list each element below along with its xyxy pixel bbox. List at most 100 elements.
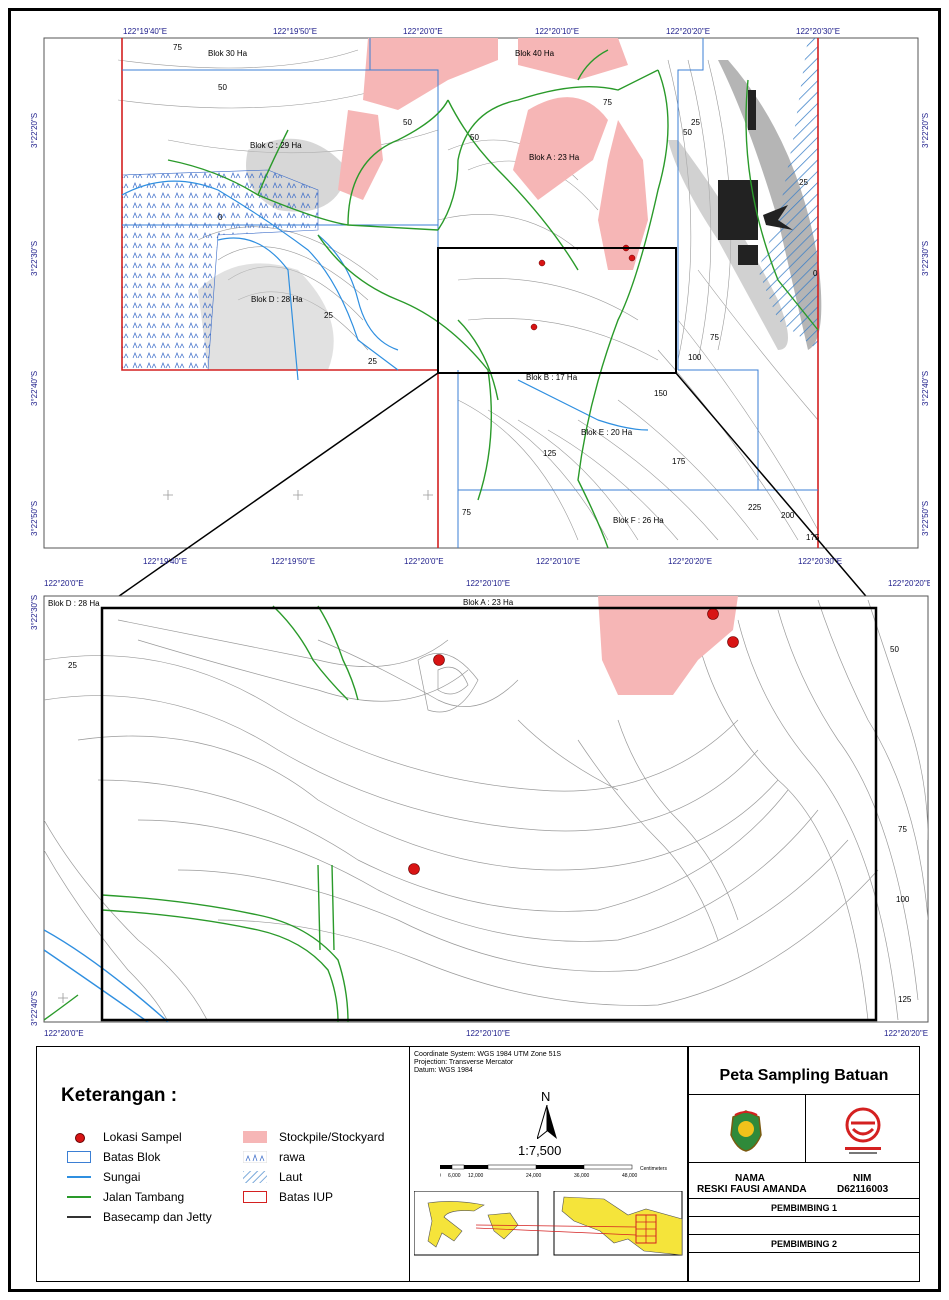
contour-label: 25 (799, 178, 808, 187)
lon-label: 122°19'40"E (143, 557, 187, 566)
legend-panel: Keterangan : Lokasi Sampel Batas Blok Su… (36, 1046, 410, 1282)
lon-label: 122°20'20"E (666, 27, 710, 36)
lon-label: 122°20'0"E (404, 557, 444, 566)
legend-item-sample: Lokasi Sampel (67, 1129, 182, 1145)
map-title: Peta Sampling Batuan (719, 1067, 889, 1084)
contour-label: 75 (603, 98, 612, 107)
iup-boundary-icon (243, 1191, 267, 1203)
inset-lon-label: 122°20'20"E (884, 1029, 928, 1038)
inset-lon-label: 122°20'10"E (466, 579, 510, 588)
logo-row (689, 1095, 919, 1163)
department-logo-icon (845, 1107, 881, 1154)
contour-label: 200 (781, 511, 795, 520)
scale-text: 1:7,500 (518, 1143, 562, 1158)
contour-label: 75 (710, 333, 719, 342)
label-blok-e: Blok E : 20 Ha (581, 428, 633, 437)
scale-tick: 48,000 (622, 1173, 638, 1179)
contour-label: 225 (748, 503, 762, 512)
meta-line: Coordinate System: WGS 1984 UTM Zone 51S (414, 1051, 562, 1058)
scale-unit: Centimeters (640, 1166, 667, 1172)
supervisor2-row: PEMBIMBING 2 (689, 1235, 919, 1253)
stockpile-icon (243, 1131, 267, 1143)
legend-item-rawa: rawa (242, 1149, 306, 1165)
contour-label: 75 (173, 43, 182, 52)
inset-lat-label: 3°22'40"S (30, 991, 39, 1026)
north-arrow-icon (537, 1105, 557, 1139)
lat-label: 3°22'30"S (30, 241, 39, 276)
inset-lon-label: 122°20'0"E (44, 1029, 84, 1038)
contour-label: 150 (654, 389, 668, 398)
lat-label: 3°22'40"S (921, 371, 930, 406)
lon-label: 122°20'30"E (798, 557, 842, 566)
lon-label: 122°20'10"E (536, 557, 580, 566)
lon-label: 122°19'50"E (271, 557, 315, 566)
legend-label: Laut (279, 1170, 303, 1184)
scale-tick: 0 (440, 1173, 441, 1179)
coordinate-metadata: Coordinate System: WGS 1984 UTM Zone 51S… (414, 1051, 561, 1075)
lat-label: 3°22'20"S (30, 113, 39, 148)
legend-label: Basecamp dan Jetty (103, 1210, 212, 1224)
lat-label: 3°22'50"S (921, 501, 930, 536)
contour-label: 50 (470, 133, 479, 142)
legend-item-stockpile: Stockpile/Stockyard (243, 1129, 384, 1145)
lat-label: 3°22'40"S (30, 371, 39, 406)
contour-lines-inset (44, 599, 928, 1022)
scale-bar: 0 6,000 12,000 24,000 36,000 48,000 Cent… (440, 1164, 667, 1179)
legend-label: rawa (279, 1150, 306, 1164)
inset-extent (100, 606, 878, 1022)
legend-label: Jalan Tambang (103, 1190, 185, 1204)
locator-maps (414, 1191, 683, 1256)
contour-label: 75 (898, 825, 907, 834)
legend-item-block: Batas Blok (67, 1149, 160, 1165)
university-logo-icon (730, 1110, 762, 1152)
student-row: NAMA RESKI FAUSI AMANDA NIM D62116003 (689, 1163, 919, 1199)
contour-label: 50 (403, 118, 412, 127)
inset-lat-label: 3°22'30"S (30, 595, 39, 630)
legend-label: Sungai (103, 1170, 141, 1184)
inset-lon-label: 122°20'20"E (888, 579, 930, 588)
lat-label: 3°22'50"S (30, 501, 39, 536)
contour-label: 175 (672, 457, 686, 466)
contour-label: 25 (68, 661, 77, 670)
road-icon (67, 1191, 91, 1203)
extent-indicator (437, 247, 677, 374)
label-blok-30: Blok 30 Ha (208, 49, 248, 58)
legend-label: Stockpile/Stockyard (279, 1130, 385, 1144)
lon-label: 122°19'50"E (273, 27, 317, 36)
label-blok-a: Blok A : 23 Ha (529, 153, 580, 162)
sample-points-inset (408, 608, 739, 875)
name-label: NAMA (735, 1173, 765, 1184)
lon-label: 122°19'40"E (123, 27, 167, 36)
rivers (121, 180, 649, 431)
scale-tick: 6,000 (448, 1173, 461, 1179)
contour-label: 50 (683, 128, 692, 137)
nim-value: D62116003 (837, 1184, 889, 1195)
scale-tick: 24,000 (526, 1173, 542, 1179)
stockpile-areas (338, 38, 648, 270)
river-icon (67, 1171, 91, 1183)
legend-item-sea: Laut (243, 1169, 302, 1185)
sea-icon (243, 1171, 267, 1183)
legend-item-river: Sungai (67, 1169, 140, 1185)
label-blok-b: Blok B : 17 Ha (526, 373, 578, 382)
label-blok-c: Blok C : 29 Ha (250, 141, 302, 150)
contour-label: 125 (898, 995, 912, 1004)
legend-heading: Keterangan : (61, 1085, 178, 1106)
meta-line: Datum: WGS 1984 (414, 1067, 473, 1074)
block-boundary-icon (67, 1151, 91, 1163)
lat-label: 3°22'30"S (921, 241, 930, 276)
inset-lon-label: 122°20'10"E (466, 1029, 510, 1038)
map-frame: Blok 30 Ha Blok 40 Ha Blok C : 29 Ha Blo… (30, 27, 930, 1038)
lat-label: 3°22'20"S (921, 113, 930, 148)
contour-label: 175 (806, 533, 820, 542)
inset-map (43, 595, 929, 1023)
supervisor-2-label: PEMBIMBING 2 (770, 1239, 837, 1249)
supervisor1-row: PEMBIMBING 1 (689, 1199, 919, 1217)
mine-roads (167, 49, 819, 548)
contour-label: 25 (368, 357, 377, 366)
basecamp-icon (67, 1211, 91, 1223)
label-blok-40: Blok 40 Ha (515, 49, 555, 58)
contour-label: 100 (896, 895, 910, 904)
basecamp-jetty (718, 90, 793, 265)
scale-tick: 36,000 (574, 1173, 590, 1179)
